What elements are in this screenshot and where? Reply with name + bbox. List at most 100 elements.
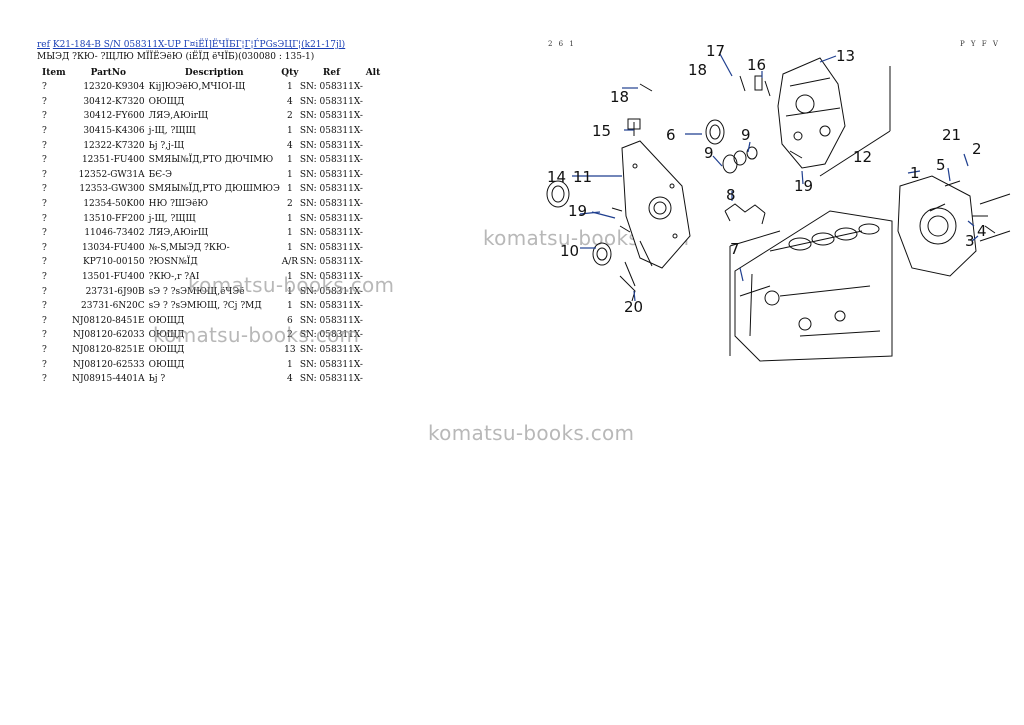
cell-item: ?: [42, 184, 47, 195]
cell-description: Кіј]ЮЭёЮ,МЧІОІ-Щ: [148, 82, 246, 93]
col-qty: Qty: [281, 68, 299, 78]
cell-description: БЄ-Э: [148, 169, 173, 180]
cell-ref: SN: 058311X-: [299, 272, 363, 283]
cell-partno: 30412-K7320: [83, 96, 145, 107]
callout-10: 10: [560, 242, 579, 260]
cell-alt: [363, 299, 383, 314]
cell-item: ?: [42, 315, 47, 326]
watermark-bottom: komatsu-books.com: [428, 421, 635, 445]
callout-8: 8: [726, 186, 736, 204]
cell-alt: [363, 357, 383, 372]
cell-alt: [363, 80, 383, 95]
cell-alt: [363, 328, 383, 343]
cell-partno: NJ08915-4401A: [72, 374, 145, 385]
cell-ref: SN: 058311X-: [299, 111, 363, 122]
cell-alt: [363, 197, 383, 212]
cell-qty: 1: [287, 242, 293, 253]
col-item: Item: [42, 68, 66, 78]
cell-ref: SN: 058311X-: [299, 184, 363, 195]
cell-description: SМЯЫ№ЇД,РТО ДЮШМЮЭ: [148, 184, 280, 195]
cell-item: ?: [42, 344, 47, 355]
cell-ref: SN: 058311X-: [299, 140, 363, 151]
cell-qty: 1: [287, 155, 293, 166]
cell-ref: SN: 058311X-: [299, 126, 363, 137]
cell-ref: SN: 058311X-: [299, 330, 363, 341]
cell-item: ?: [42, 257, 47, 268]
bolt-16-drawing: [754, 75, 763, 91]
exploded-parts-diagram: 1 2 3 4 5 6 7 8 9 9 10 11 12 13 14 15 16…: [546, 42, 1011, 362]
callout-2: 2: [972, 140, 982, 158]
cell-qty: 4: [287, 140, 293, 151]
cell-ref: SN: 058311X-: [299, 286, 363, 297]
cell-ref: SN: 058311X-: [299, 344, 363, 355]
cell-partno: NJ08120-62533: [72, 359, 145, 370]
flywheel-housing-drawing: [897, 175, 1011, 277]
cell-alt: [363, 226, 383, 241]
callout-16: 16: [747, 56, 766, 74]
cell-partno: 23731-6N20C: [81, 301, 145, 312]
cell-qty: 1: [287, 272, 293, 283]
seal-10-drawing: [592, 242, 612, 266]
cell-description: ?КЮ-,r ?АІ: [148, 272, 200, 283]
cell-item: ?: [42, 82, 47, 93]
cell-qty: 4: [287, 96, 293, 107]
watermark-table-2: komatsu-books.com: [153, 323, 360, 347]
cell-partno: 12320-K9304: [83, 82, 145, 93]
cell-qty: 13: [284, 344, 296, 355]
cell-partno: 12322-K7320: [83, 140, 145, 151]
parts-table: Item PartNo Description Qty Ref Alt ?123…: [37, 66, 383, 386]
cell-partno: 13034-FU400: [81, 242, 145, 253]
cell-partno: NJ08120-8251E: [72, 344, 145, 355]
cell-alt: [363, 95, 383, 110]
cell-qty: 1: [287, 301, 293, 312]
cell-ref: SN: 058311X-: [299, 301, 363, 312]
cell-item: ?: [42, 228, 47, 239]
cell-partno: 30412-FY600: [83, 111, 145, 122]
callout-21: 21: [942, 126, 961, 144]
catalog-link[interactable]: K21-184-B S/N 058311X-UP Г¤іЁЇ]ЁЧЇБГ¦Г¦Ѓ…: [52, 40, 346, 50]
cell-item: ?: [42, 272, 47, 283]
leader-lines: [572, 53, 979, 302]
cell-partno: KP710-00150: [83, 257, 145, 268]
cell-qty: 4: [287, 374, 293, 385]
callout-19-right: 19: [794, 177, 813, 195]
callout-17: 17: [706, 42, 725, 60]
cell-item: ?: [42, 199, 47, 210]
callout-5: 5: [936, 156, 946, 174]
cell-partno: 23731-6J90B: [85, 286, 145, 297]
page-number-right: P Y F V: [960, 40, 1000, 48]
engine-block-drawing: [734, 210, 893, 362]
cell-ref: SN: 058311X-: [299, 82, 363, 93]
cell-alt: [363, 255, 383, 270]
cell-qty: 1: [287, 213, 293, 224]
cell-description: sЭ ? ?sЭМЮЩ, ?Сj ?МД: [148, 301, 262, 312]
cell-ref: SN: 058311X-: [299, 169, 363, 180]
callout-6: 6: [666, 126, 676, 144]
cell-description: ОЮЩД: [148, 359, 185, 370]
cell-qty: 1: [287, 286, 293, 297]
cell-item: ?: [42, 169, 47, 180]
cell-description: №-S,МЫЭД ?КЮ-: [148, 242, 230, 253]
ref-link[interactable]: ref: [37, 40, 50, 50]
cell-item: ?: [42, 286, 47, 297]
cell-alt: [363, 124, 383, 139]
cell-description: ЛЯЭ,АЮіrЩ: [148, 111, 209, 122]
cell-ref: SN: 058311X-: [299, 374, 363, 385]
cell-alt: [363, 153, 383, 168]
cell-alt: [363, 109, 383, 124]
gear-6-drawing: [705, 119, 725, 145]
callout-7: 7: [730, 240, 740, 258]
cell-description: ОЮЩД: [148, 344, 185, 355]
gear-case-drawing: [777, 57, 846, 169]
callout-15: 15: [592, 122, 611, 140]
cell-qty: 1: [287, 169, 293, 180]
